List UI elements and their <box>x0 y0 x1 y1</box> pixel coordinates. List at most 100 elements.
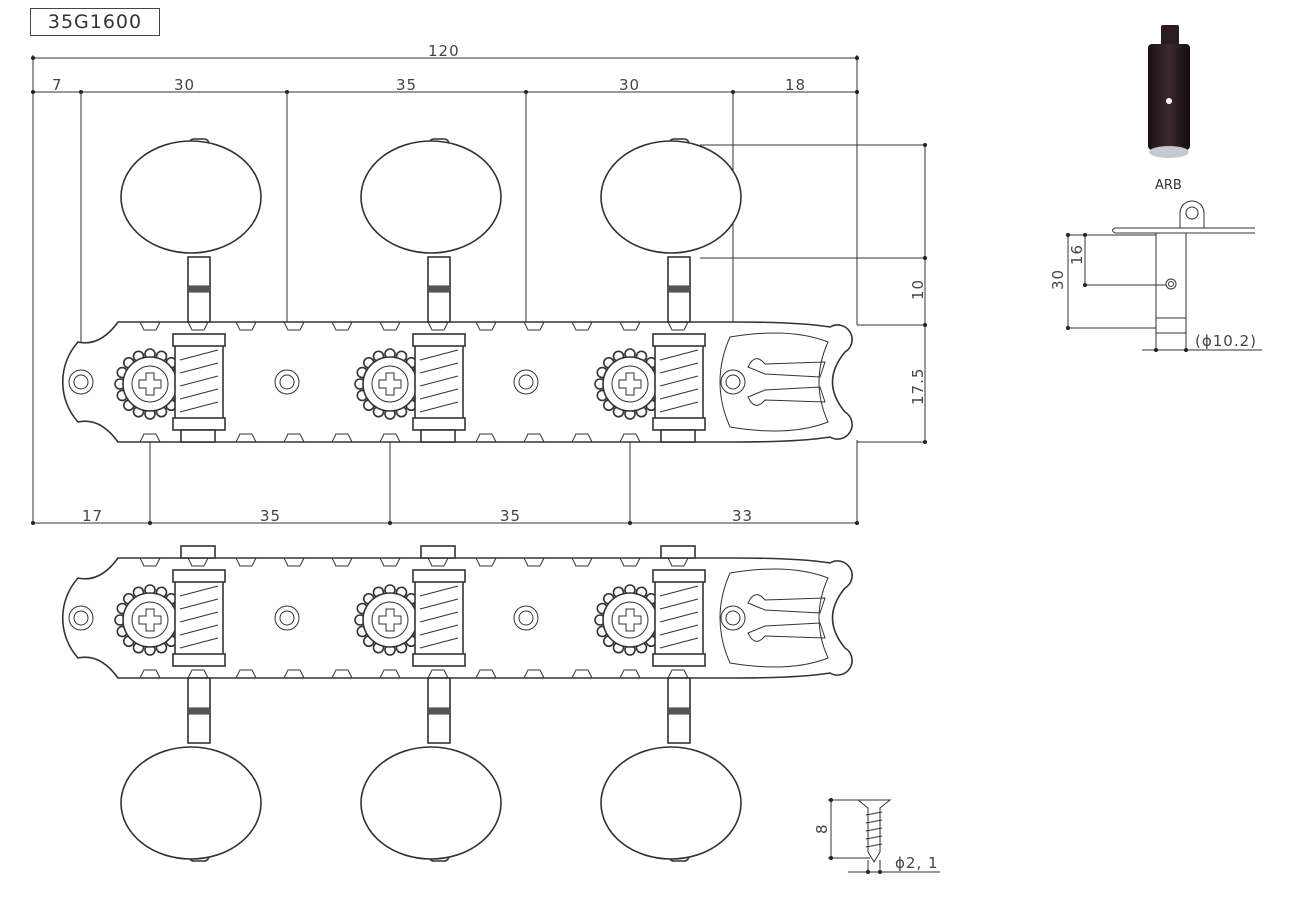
worm-thread <box>659 598 699 610</box>
plate-notch <box>571 321 593 443</box>
end-nut <box>180 429 216 443</box>
tuner-button <box>360 140 502 254</box>
bushing <box>652 653 706 667</box>
plate-notch <box>187 557 209 679</box>
bushing <box>412 653 466 667</box>
worm-thread <box>179 585 219 597</box>
plate-notch <box>283 557 305 679</box>
dim-top-4: 18 <box>785 76 806 94</box>
dimension-line <box>32 55 858 525</box>
dimension-tick <box>148 521 152 525</box>
dim-top-0: 7 <box>52 76 63 94</box>
dimension-tick <box>388 521 392 525</box>
screw-hole <box>513 605 539 631</box>
arb-roller-inset: 30 16 (ϕ10.2) <box>1049 25 1262 352</box>
worm-thread <box>659 362 699 374</box>
worm-thread <box>419 637 459 649</box>
plate-notch <box>139 321 161 443</box>
screw-hole-inner <box>518 610 534 626</box>
dimension-line <box>33 382 857 524</box>
worm-thread <box>179 388 219 400</box>
phillips-screw-icon <box>138 372 162 396</box>
plate-scroll-end <box>719 332 829 432</box>
shaft-ring <box>188 708 210 714</box>
worm-thread <box>659 375 699 387</box>
worm-thread <box>179 375 219 387</box>
shaft-ring <box>668 708 690 714</box>
worm-thread <box>179 624 219 636</box>
bushing <box>652 569 706 583</box>
screw-hole <box>720 369 746 395</box>
tuner-button <box>360 746 502 860</box>
bushing <box>412 569 466 583</box>
tuner-button <box>120 746 262 860</box>
gear-hub <box>611 365 649 403</box>
dimension-tick <box>855 521 859 525</box>
end-nut <box>420 429 456 443</box>
gear-body <box>602 356 658 412</box>
dim-bottom-0: 17 <box>82 507 103 525</box>
inset-diameter: (ϕ10.2) <box>1195 332 1257 350</box>
screw-hole <box>513 369 539 395</box>
worm-thread <box>659 611 699 623</box>
tuner-plate-top-view <box>61 138 853 443</box>
gear-hub <box>131 365 169 403</box>
plate-notch <box>283 321 305 443</box>
dimension-tick <box>628 521 632 525</box>
dim-bottom-3: 33 <box>732 507 753 525</box>
dimension-line <box>700 144 927 443</box>
dim-right-button: 10 <box>909 279 927 300</box>
mounting-screw: 8 ϕ2, 1 <box>813 798 940 874</box>
screw-hole-inner <box>279 374 295 390</box>
phillips-screw-icon <box>378 372 402 396</box>
bushing <box>412 333 466 347</box>
worm-thread <box>419 598 459 610</box>
worm-thread <box>179 401 219 413</box>
worm-gear <box>654 336 704 428</box>
worm-thread <box>659 585 699 597</box>
shaft-ring <box>428 286 450 292</box>
worm-thread <box>419 401 459 413</box>
plate-notch <box>619 321 641 443</box>
worm-gear <box>174 336 224 428</box>
tuner-plate-bottom-view <box>61 545 853 862</box>
worm-thread <box>419 624 459 636</box>
plate-notch <box>235 321 257 443</box>
worm-thread <box>419 611 459 623</box>
inset-height-16: 16 <box>1068 244 1086 265</box>
bushing <box>172 417 226 431</box>
screw-hole <box>68 605 94 631</box>
screw-hole-inner <box>73 610 89 626</box>
plate-notch <box>523 321 545 443</box>
worm-thread <box>659 349 699 361</box>
gear-hub <box>371 365 409 403</box>
plate-notch <box>331 557 353 679</box>
worm-thread <box>179 349 219 361</box>
phillips-screw-icon <box>378 608 402 632</box>
bushing <box>172 333 226 347</box>
tuner-button <box>600 746 742 860</box>
bushing <box>652 333 706 347</box>
screw-hole-inner <box>518 374 534 390</box>
plate-notch <box>235 557 257 679</box>
end-nut <box>660 429 696 443</box>
dimension-tick <box>855 56 859 60</box>
shaft-ring <box>188 286 210 292</box>
dimension-tick <box>31 56 35 60</box>
dimension-tick <box>923 440 927 444</box>
gear-body <box>362 356 418 412</box>
dim-bottom-1: 35 <box>260 507 281 525</box>
screw-hole <box>720 605 746 631</box>
inset-height-30: 30 <box>1049 269 1067 290</box>
plate-notch <box>667 557 689 679</box>
plate-notch <box>523 557 545 679</box>
bushing <box>172 569 226 583</box>
dim-right-plate: 17.5 <box>909 368 927 405</box>
end-nut <box>660 545 696 559</box>
plate-notch <box>379 321 401 443</box>
bushing <box>412 417 466 431</box>
gear-hub <box>371 601 409 639</box>
dim-top-1: 30 <box>174 76 195 94</box>
